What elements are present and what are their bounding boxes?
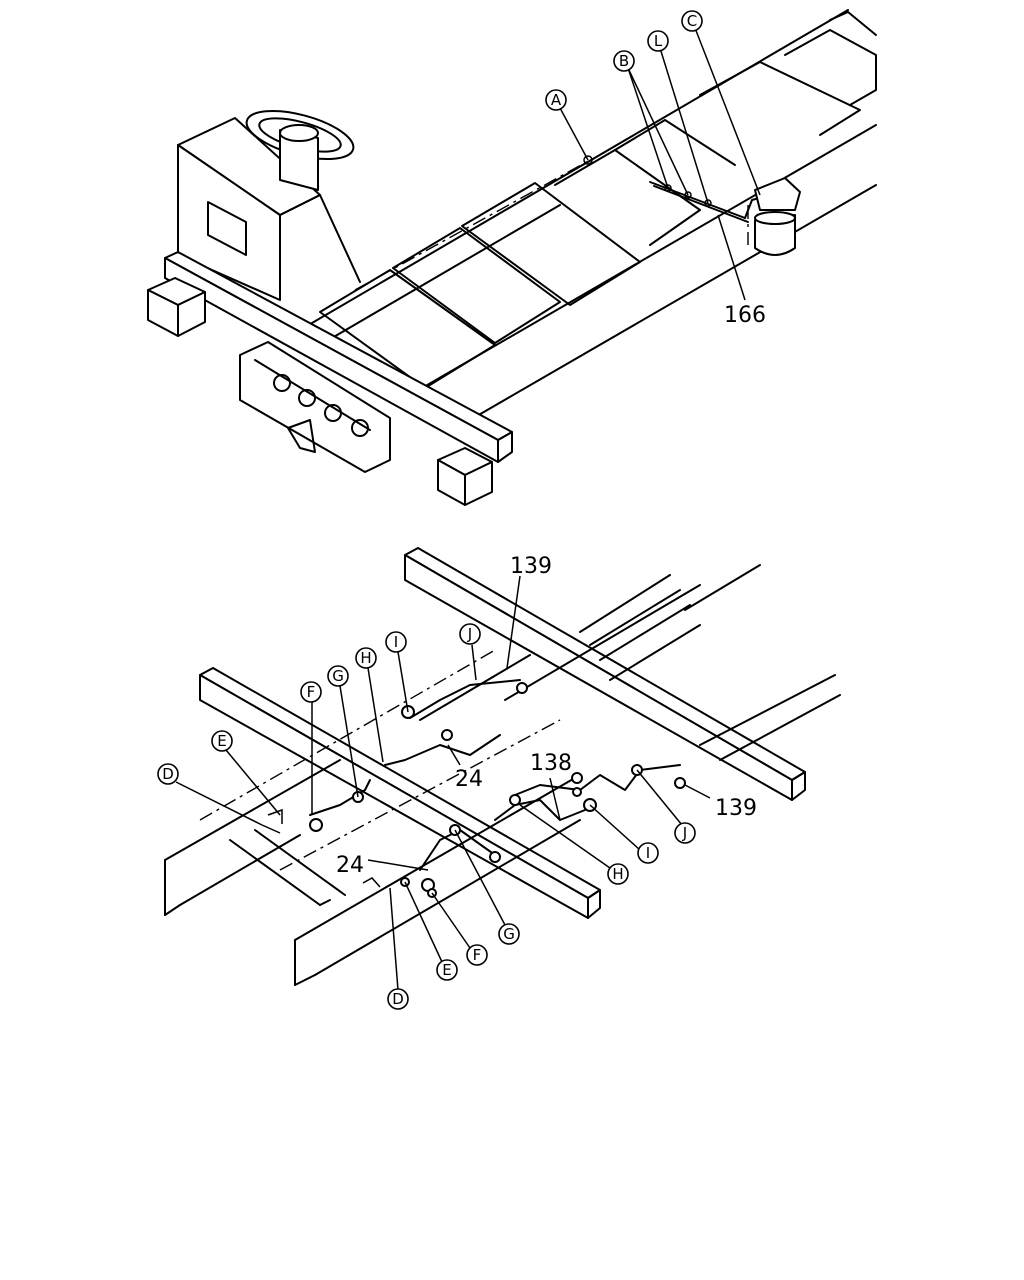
front-cross-member (239, 341, 391, 473)
callout-E-left: E (211, 730, 233, 752)
svg-text:F: F (307, 683, 316, 701)
callout-J-left: J (459, 623, 481, 645)
svg-text:J: J (467, 625, 472, 643)
frame-rail-end (829, 11, 877, 36)
callout-I-right: I (637, 842, 659, 864)
callout-D-left: D (157, 763, 179, 785)
upper-leader-lines (559, 27, 761, 301)
upper-chassis-view: A B L C 166 (147, 9, 877, 506)
callout-F-right: F (466, 944, 488, 966)
part-number-139-right: 139 (715, 796, 757, 821)
fuel-line-assembly (583, 155, 801, 256)
svg-text:C: C (687, 12, 697, 30)
centerline-upper (354, 159, 591, 291)
part-number-24-lower: 24 (336, 853, 364, 878)
svg-text:B: B (619, 52, 629, 70)
svg-text:H: H (612, 865, 623, 883)
callout-F-left: F (300, 681, 322, 703)
frame-rail-near-top-edge (299, 9, 849, 331)
lower-frame-view: 139 139 138 24 24 D E F G H I (157, 547, 841, 1010)
svg-text:H: H (360, 649, 371, 667)
frame-rail-inner (319, 204, 561, 346)
lower-leader-lines (175, 575, 711, 991)
rear-frame-rail (404, 547, 806, 801)
callout-C: C (681, 10, 703, 32)
callout-H-right: H (607, 863, 629, 885)
steering-wheel (245, 110, 355, 191)
cab-block (177, 117, 361, 301)
svg-text:E: E (442, 961, 451, 979)
frame-rail-far (469, 184, 877, 421)
front-bumper (164, 251, 513, 463)
part-number-24-upper: 24 (455, 767, 483, 792)
callout-E-right: E (436, 959, 458, 981)
callout-A: A (545, 89, 567, 111)
svg-text:A: A (551, 91, 562, 109)
svg-text:D: D (392, 990, 404, 1008)
brake-lines (261, 679, 681, 888)
svg-text:G: G (503, 925, 515, 943)
front-frame-rail (199, 667, 601, 919)
front-lamps (147, 277, 493, 506)
svg-text:D: D (162, 765, 174, 783)
brake-fittings (309, 682, 686, 898)
callout-I-left: I (385, 631, 407, 653)
centerline-lower-b (279, 719, 561, 871)
svg-text:I: I (394, 633, 398, 651)
svg-text:I: I (646, 844, 650, 862)
svg-text:J: J (682, 824, 687, 842)
callout-H-left: H (355, 647, 377, 669)
callout-D-right: D (387, 988, 409, 1010)
svg-text:F: F (473, 946, 482, 964)
svg-text:L: L (654, 32, 663, 50)
part-number-139-top: 139 (510, 554, 552, 579)
callout-G-right: G (498, 923, 520, 945)
svg-text:E: E (217, 732, 226, 750)
callout-J-right: J (674, 822, 696, 844)
svg-text:G: G (332, 667, 344, 685)
part-number-138: 138 (530, 751, 572, 776)
callout-L: L (647, 30, 669, 52)
part-number-166: 166 (724, 303, 766, 328)
callout-G-left: G (327, 665, 349, 687)
callout-B: B (613, 50, 635, 72)
